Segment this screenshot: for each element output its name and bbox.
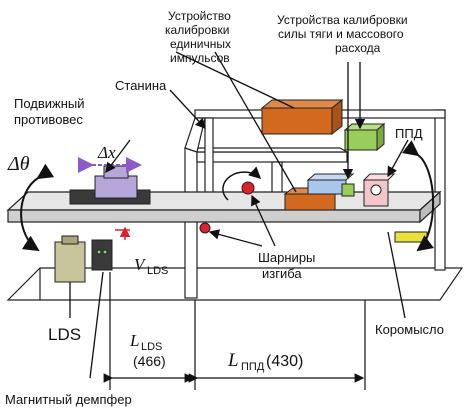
- thrust-calibrator-blue: [306, 173, 355, 197]
- label-unit-pulse-1: Устройство: [168, 9, 231, 23]
- label-damper: Магнитный демпфер: [5, 392, 132, 407]
- label-ppd: ППД: [395, 126, 423, 141]
- label-v-lds: V: [134, 255, 147, 274]
- label-counterweight-1: Подвижный: [14, 96, 85, 111]
- ppd-counterweight-yellow: [394, 231, 428, 243]
- lds-sensor: [91, 239, 113, 271]
- label-l-lds-sub: LDS: [141, 341, 162, 353]
- label-unit-pulse-3: единичных: [170, 37, 231, 51]
- base-platform: [6, 267, 464, 301]
- label-thrust-2: силы тяги и массового: [278, 27, 404, 41]
- label-dx: Δx: [97, 143, 116, 162]
- hinge-lower: [199, 222, 211, 234]
- label-thrust-1: Устройства калибровки: [277, 13, 408, 27]
- label-lds: LDS: [48, 325, 81, 344]
- theta-arrow-right: [402, 140, 435, 252]
- label-beam: Коромысло: [375, 322, 444, 337]
- label-counterweight-2: противовес: [14, 112, 83, 127]
- magnetic-damper: [54, 235, 86, 283]
- label-l-lds: L: [129, 331, 139, 350]
- rotation-arrow-center: [222, 166, 262, 201]
- label-unit-pulse-2: калибровки: [165, 23, 229, 37]
- label-v-lds-sub: LDS: [147, 265, 168, 277]
- label-l-lds-value: (466): [133, 353, 166, 369]
- label-l-ppd: L: [227, 350, 239, 371]
- counterweight: [69, 165, 151, 205]
- label-frame: Станина: [115, 78, 167, 93]
- label-hinges-1: Шарниры: [258, 250, 315, 265]
- label-unit-pulse-4: импульсов: [170, 51, 230, 65]
- unit-pulse-calibrator-upper: [260, 98, 344, 136]
- ppd-thruster: [362, 173, 396, 207]
- dimension-lines: [103, 272, 366, 390]
- label-l-ppd-sub: ППД: [241, 361, 265, 373]
- label-theta: Δθ: [7, 153, 30, 175]
- label-thrust-3: расхода: [335, 41, 381, 55]
- theta-arrow-left: [20, 163, 55, 252]
- thrust-calibrator-green: [343, 122, 386, 152]
- hinge-upper: [241, 181, 255, 195]
- label-hinges-2: изгиба: [262, 266, 302, 281]
- label-l-ppd-value: (430): [266, 353, 303, 370]
- label-leaders: [69, 51, 409, 379]
